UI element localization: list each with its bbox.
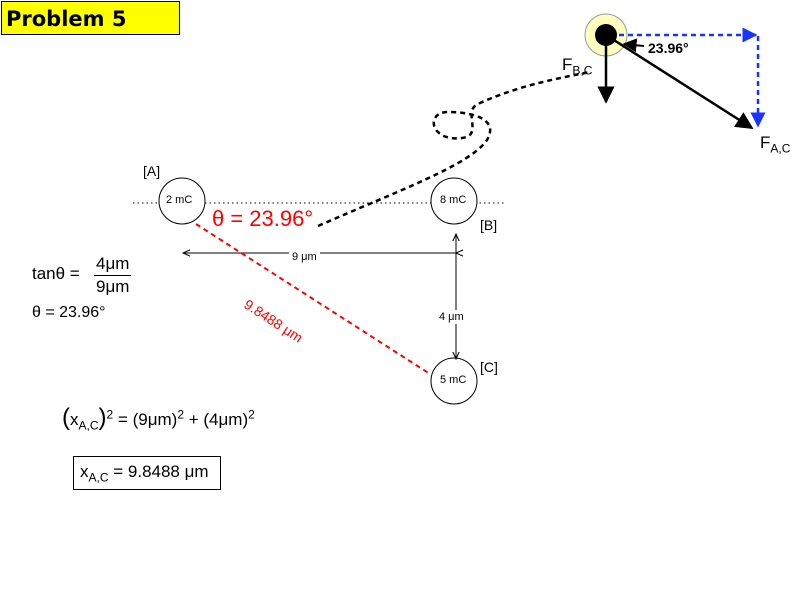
diagonal-distance-line	[195, 223, 431, 375]
charge-b-value: 8 mC	[440, 194, 467, 206]
f-ac-sub: A,C	[770, 141, 791, 156]
result-value: = 9.8488 μm	[108, 462, 209, 481]
theta-result: θ = 23.96°	[32, 304, 106, 321]
pythag-exp-2: 2	[177, 407, 184, 422]
f-bc-main: F	[562, 55, 573, 74]
charge-a-circle	[158, 177, 206, 225]
charge-c-label: [C]	[480, 359, 498, 375]
vertical-distance-label: 4 μm	[437, 310, 466, 324]
problem-title: Problem 5	[1, 1, 180, 35]
charge-a-value: 2 mC	[166, 194, 193, 206]
pythag-x: x	[70, 410, 79, 429]
result-x: x	[80, 462, 89, 481]
tan-equation-lhs: tanθ =	[32, 264, 80, 283]
result-sub: A,C	[88, 470, 109, 485]
angle-label: θ = 23.96°	[210, 206, 316, 232]
pythag-sub: A,C	[78, 418, 99, 433]
pythagorean-equation: (xA,C)2 = (9μm)2 + (4μm)2	[62, 404, 255, 433]
horizontal-distance-label: 9 μm	[289, 251, 320, 263]
force-angle-text: 23.96°	[648, 40, 689, 56]
tan-denominator: 9μm	[96, 277, 130, 296]
charge-a-label: [A]	[143, 163, 161, 179]
pythag-exp-3: 2	[248, 407, 255, 422]
charge-dot	[595, 24, 617, 46]
f-bc-sub: B,C	[572, 63, 593, 78]
charge-b-circle	[430, 177, 478, 225]
pythag-exp-1: 2	[106, 407, 114, 422]
angle-pointer-arrow	[622, 38, 645, 53]
charge-c-value: 5 mC	[440, 374, 467, 386]
charge-b-label: [B]	[480, 217, 498, 233]
tan-numerator: 4μm	[94, 254, 132, 276]
f-bc-label: FB,C	[562, 55, 592, 77]
result-box: xA,C = 9.8488 μm	[73, 456, 221, 490]
f-ac-main: F	[760, 133, 771, 152]
tan-fraction: 4μm 9μm	[94, 254, 132, 297]
f-ac-label: FA,C	[760, 133, 790, 155]
dashed-connector	[317, 70, 591, 228]
force-angle-label: 23.96°	[648, 40, 689, 56]
pythag-rhs-1: = (9μm)	[113, 410, 178, 429]
pythag-rhs-2: + (4μm)	[184, 410, 249, 429]
